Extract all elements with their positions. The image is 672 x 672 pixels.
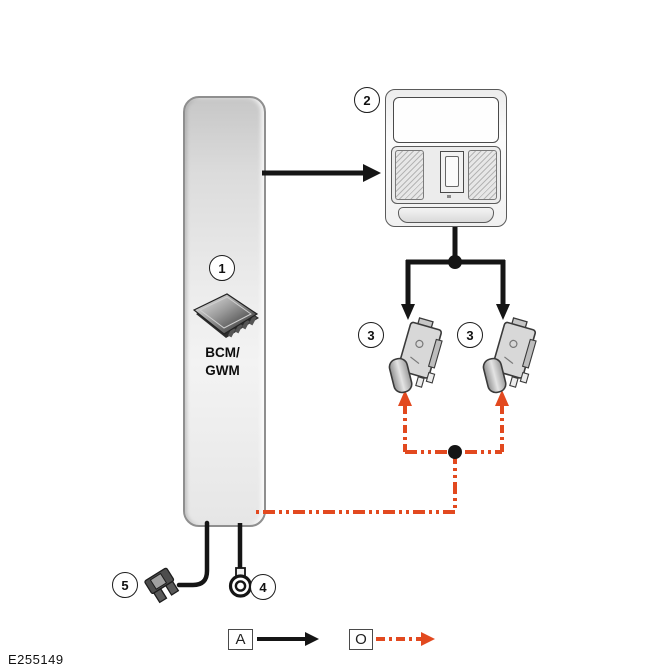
callout-actuator-left-number: 3 (367, 327, 375, 343)
callout-actuator-left: 3 (358, 322, 384, 348)
actuator-right-icon (482, 317, 537, 394)
branch-right-arrowhead (496, 304, 510, 320)
legend-bus-label: O (355, 631, 367, 648)
power-wire (176, 520, 210, 588)
callout-actuator-right-number: 3 (466, 327, 474, 343)
callout-ground-number: 4 (259, 579, 267, 595)
module-label-line2: GWM (205, 363, 240, 378)
legend-hardwired-box: A (228, 629, 253, 650)
bus-trunk-line (254, 452, 457, 514)
module-label: BCM/ GWM (183, 344, 262, 380)
branch-left-arrowhead (401, 304, 415, 320)
callout-ground: 4 (250, 574, 276, 600)
console-door (393, 97, 499, 143)
bus-right-arrowhead (495, 390, 509, 406)
callout-module: 1 (209, 255, 235, 281)
power-connector-icon (144, 567, 180, 604)
console-lamp-left (395, 150, 424, 200)
console-switch (440, 151, 464, 193)
callout-console: 2 (354, 87, 380, 113)
callout-module-number: 1 (218, 260, 226, 276)
overhead-console (385, 89, 507, 227)
junction-dot-bottom (448, 445, 462, 459)
console-lamp-right (468, 150, 497, 200)
callout-connector-number: 5 (121, 577, 129, 593)
legend-bus-arrowhead (421, 632, 435, 646)
console-led (447, 195, 451, 198)
callout-console-number: 2 (363, 92, 371, 108)
callout-connector: 5 (112, 572, 138, 598)
console-switch-panel (391, 146, 501, 204)
console-rear-trim (398, 207, 494, 223)
console-switch-button (445, 156, 459, 187)
legend-bus-box: O (349, 629, 373, 650)
bcm-to-console-arrowhead (363, 164, 381, 182)
figure-id: E255149 (8, 652, 64, 667)
ground-terminal-icon (228, 567, 253, 598)
legend-hardwired-label: A (235, 631, 246, 648)
junction-dot-top (448, 255, 462, 269)
module-label-line1: BCM/ (205, 345, 240, 360)
legend-hardwired-arrowhead (305, 632, 319, 646)
actuator-left-icon (388, 317, 443, 394)
bus-left-arrowhead (398, 390, 412, 406)
chip-icon (192, 293, 259, 338)
callout-actuator-right: 3 (457, 322, 483, 348)
